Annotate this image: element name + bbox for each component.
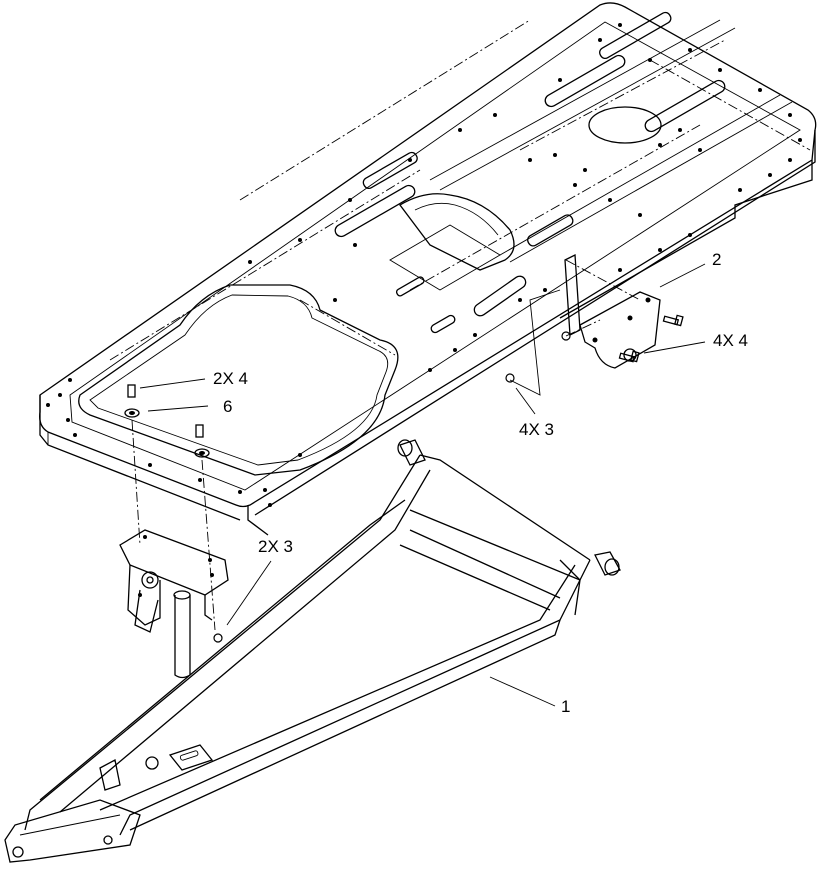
callout-4x3: 4X 3 xyxy=(519,420,554,439)
callout-part-1: 1 xyxy=(561,697,571,716)
callout-2x3: 2X 3 xyxy=(258,537,293,556)
callout-2x4: 2X 4 xyxy=(213,369,248,388)
trailing-arm xyxy=(4,439,621,863)
main-frame xyxy=(39,2,817,536)
callout-part-6: 6 xyxy=(223,397,233,416)
callout-4x4: 4X 4 xyxy=(713,331,748,350)
right-mount-bracket xyxy=(505,253,684,396)
leader-lines xyxy=(139,263,706,707)
left-mount-bracket xyxy=(119,384,229,679)
callout-part-2: 2 xyxy=(712,250,722,269)
